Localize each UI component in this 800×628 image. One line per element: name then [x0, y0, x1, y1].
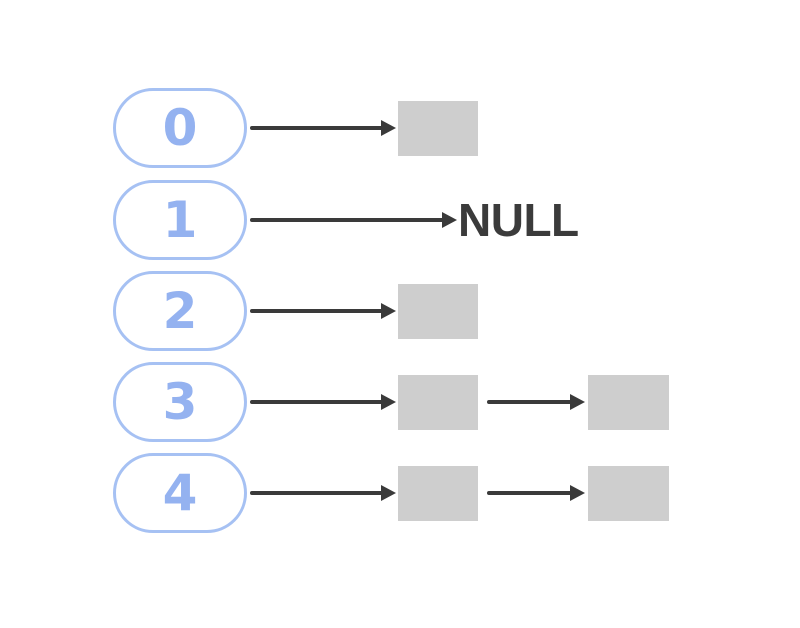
node-box: [398, 465, 478, 521]
index-node: 3: [113, 362, 247, 442]
list-row: 2: [0, 271, 800, 351]
node-box: [398, 100, 478, 156]
node-box: [588, 465, 669, 521]
index-node: 1: [113, 180, 247, 260]
index-label: 3: [162, 373, 198, 431]
node-box: [588, 374, 669, 430]
arrow-shaft: [487, 491, 574, 495]
index-label: 0: [162, 99, 198, 157]
index-node: 0: [113, 88, 247, 168]
arrow-right-icon: [250, 120, 396, 136]
arrow-shaft: [250, 491, 385, 495]
list-row: 1 NULL: [0, 180, 800, 260]
arrow-right-icon: [250, 212, 457, 228]
arrow-right-icon: [250, 394, 396, 410]
node-box: [398, 283, 478, 339]
arrow-right-icon: [250, 303, 396, 319]
arrow-shaft: [487, 400, 574, 404]
index-node: 4: [113, 453, 247, 533]
arrow-right-icon: [250, 485, 396, 501]
arrow-right-icon: [487, 485, 585, 501]
null-label: NULL: [458, 194, 579, 246]
index-label: 1: [162, 191, 198, 249]
list-row: 0: [0, 88, 800, 168]
arrow-shaft: [250, 218, 446, 222]
index-label: 4: [162, 464, 198, 522]
index-label: 2: [162, 282, 198, 340]
arrow-shaft: [250, 400, 385, 404]
list-row: 4: [0, 453, 800, 533]
index-node: 2: [113, 271, 247, 351]
node-box: [398, 374, 478, 430]
arrow-shaft: [250, 126, 385, 130]
list-row: 3: [0, 362, 800, 442]
arrow-shaft: [250, 309, 385, 313]
arrow-right-icon: [487, 394, 585, 410]
